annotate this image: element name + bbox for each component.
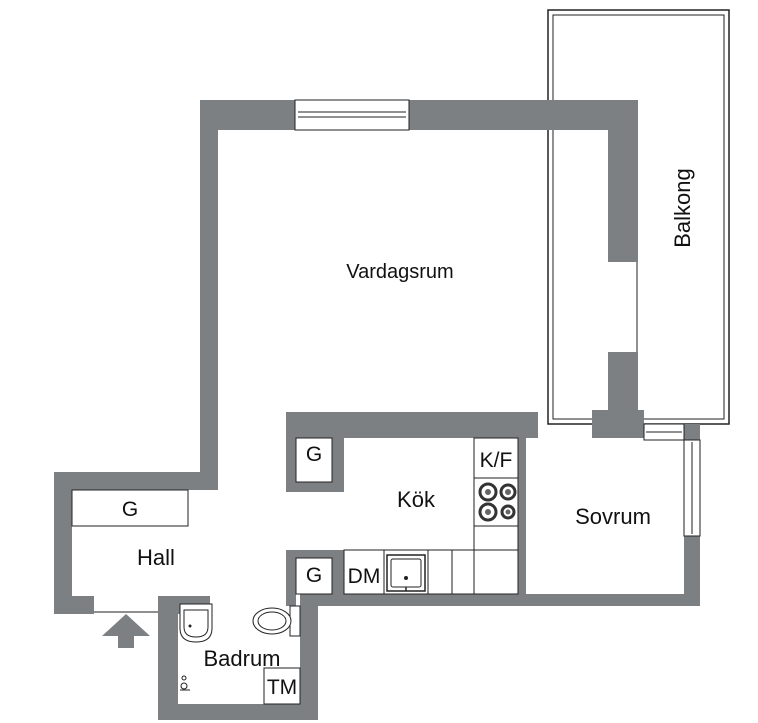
fridge-freezer <box>473 437 519 479</box>
sink-icon <box>386 554 426 592</box>
wall-top <box>200 100 636 130</box>
wall-bedroom-left <box>518 436 526 606</box>
wall-kitchen-top <box>286 412 538 438</box>
room-label-bathroom: Badrum <box>203 646 280 671</box>
wall-bottom <box>300 594 700 606</box>
wall-right-corner <box>592 410 644 438</box>
bathroom-fixtures: TM <box>179 603 301 705</box>
window-top <box>294 99 410 131</box>
wall-left-upper <box>200 100 218 490</box>
wall-bath-bottom <box>158 704 318 720</box>
washbasin-icon <box>179 603 213 643</box>
wall-niche-upper-left <box>286 412 296 492</box>
wall-hall-left <box>54 472 72 614</box>
washing-machine-label: TM <box>267 676 297 699</box>
wall-niche-upper-bottom <box>286 482 342 492</box>
window-bedroom-top <box>643 423 685 441</box>
wardrobe-upper-label: G <box>306 443 322 466</box>
stove-icon <box>473 477 519 527</box>
wardrobe-lower: G <box>295 557 333 595</box>
window-top-frame <box>294 99 410 131</box>
wall-niche-upper-right <box>332 412 344 492</box>
wardrobe-hall-box <box>71 489 189 527</box>
balcony-outline <box>547 9 730 425</box>
balcony-door <box>608 262 638 352</box>
wall-bath-right <box>300 596 318 720</box>
room-label-hall: Hall <box>137 545 175 570</box>
wall-bedroom-corner <box>684 424 700 442</box>
wardrobe-hall-label: G <box>122 498 138 521</box>
room-label-bedroom: Sovrum <box>575 504 651 529</box>
wardrobe-hall: G <box>71 489 189 527</box>
window-bedroom-right <box>683 439 701 537</box>
wall-niche-lower-top <box>286 550 342 558</box>
entrance-arrow-icon <box>102 614 150 648</box>
wardrobe-lower-label: G <box>306 564 322 587</box>
wall-hall-bottom-left <box>54 596 94 614</box>
fridge-freezer-label: K/F <box>480 449 513 472</box>
room-label-living: Vardagsrum <box>346 261 453 283</box>
room-label-kitchen: Kök <box>397 487 436 512</box>
wardrobe-upper: G <box>295 437 333 483</box>
room-label-balcony: Balkong <box>670 168 695 248</box>
wall-niche-lower-left <box>286 550 296 606</box>
wall-hall-top <box>54 472 218 490</box>
washing-machine: TM <box>263 667 301 705</box>
wall-bath-left <box>158 596 178 720</box>
balcony <box>547 9 730 425</box>
toilet-icon <box>252 605 301 637</box>
dishwasher-label: DM <box>348 565 381 588</box>
shower-tap-icon <box>180 675 190 691</box>
wall-right-upper <box>608 100 638 262</box>
wall-niche-lower-right <box>332 550 344 606</box>
kitchen-fixtures: K/F DM <box>343 437 519 595</box>
